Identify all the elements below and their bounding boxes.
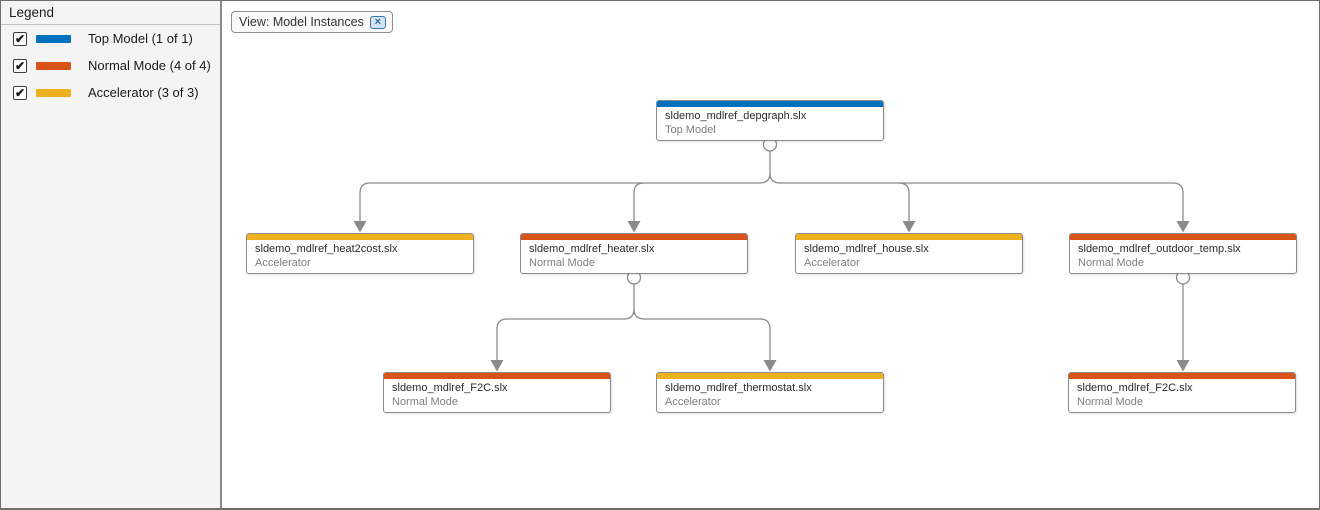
view-filter-chip[interactable]: View: Model Instances × <box>231 11 393 33</box>
model-sim-mode: Top Model <box>665 124 716 136</box>
mode-color-bar <box>657 373 883 379</box>
model-file-name: sldemo_mdlref_F2C.slx <box>1077 382 1193 394</box>
model-sim-mode: Normal Mode <box>1078 257 1145 269</box>
model-file-name: sldemo_mdlref_heat2cost.slx <box>255 243 398 255</box>
model-sim-mode: Normal Mode <box>1077 396 1144 408</box>
model-file-name: sldemo_mdlref_thermostat.slx <box>665 382 812 394</box>
close-icon[interactable]: × <box>369 15 386 29</box>
mode-color-bar <box>384 373 610 379</box>
mode-color-bar <box>796 234 1022 240</box>
model-node-depgraph[interactable]: sldemo_mdlref_depgraph.slx Top Model <box>656 100 884 141</box>
view-filter-label: View: Model Instances <box>239 15 364 29</box>
model-node-thermostat[interactable]: sldemo_mdlref_thermostat.slx Accelerator <box>656 372 884 413</box>
mode-color-bar <box>1069 373 1295 379</box>
model-file-name: sldemo_mdlref_F2C.slx <box>392 382 508 394</box>
mode-color-bar <box>1070 234 1296 240</box>
mode-color-bar <box>247 234 473 240</box>
model-file-name: sldemo_mdlref_house.slx <box>804 243 929 255</box>
dependency-connectors <box>353 137 1191 372</box>
normal-mode-checkbox[interactable]: ✔ <box>13 58 27 73</box>
model-file-name: sldemo_mdlref_outdoor_temp.slx <box>1078 243 1241 255</box>
mode-color-bar <box>657 101 883 107</box>
model-node-f2c-right[interactable]: sldemo_mdlref_F2C.slx Normal Mode <box>1068 372 1296 413</box>
model-file-name: sldemo_mdlref_depgraph.slx <box>665 110 807 122</box>
model-sim-mode: Accelerator <box>665 396 721 408</box>
normal-mode-color-swatch <box>36 61 71 70</box>
model-sim-mode: Normal Mode <box>392 396 459 408</box>
legend-item-normal-mode: ✔ Normal Mode (4 of 4) <box>1 52 220 79</box>
model-node-heat2cost[interactable]: sldemo_mdlref_heat2cost.slx Accelerator <box>246 233 474 274</box>
legend-panel: Legend ✔ Top Model (1 of 1) ✔ Normal Mod… <box>1 1 222 508</box>
model-sim-mode: Normal Mode <box>529 257 596 269</box>
model-node-house[interactable]: sldemo_mdlref_house.slx Accelerator <box>795 233 1023 274</box>
model-file-name: sldemo_mdlref_heater.slx <box>529 243 655 255</box>
legend-item-label: Accelerator (3 of 3) <box>88 85 199 100</box>
top-model-checkbox[interactable]: ✔ <box>13 31 27 46</box>
accelerator-checkbox[interactable]: ✔ <box>13 85 27 100</box>
model-node-heater[interactable]: sldemo_mdlref_heater.slx Normal Mode <box>520 233 748 274</box>
graph-canvas[interactable]: View: Model Instances × <box>222 1 1319 508</box>
model-node-outdoor-temp[interactable]: sldemo_mdlref_outdoor_temp.slx Normal Mo… <box>1069 233 1297 274</box>
top-model-color-swatch <box>36 34 71 43</box>
mode-color-bar <box>521 234 747 240</box>
legend-item-label: Top Model (1 of 1) <box>88 31 193 46</box>
model-sim-mode: Accelerator <box>804 257 860 269</box>
legend-item-accelerator: ✔ Accelerator (3 of 3) <box>1 79 220 106</box>
legend-item-label: Normal Mode (4 of 4) <box>88 58 211 73</box>
legend-item-top-model: ✔ Top Model (1 of 1) <box>1 25 220 52</box>
model-node-f2c-left[interactable]: sldemo_mdlref_F2C.slx Normal Mode <box>383 372 611 413</box>
model-sim-mode: Accelerator <box>255 257 311 269</box>
legend-title: Legend <box>1 1 220 25</box>
accelerator-color-swatch <box>36 88 71 97</box>
